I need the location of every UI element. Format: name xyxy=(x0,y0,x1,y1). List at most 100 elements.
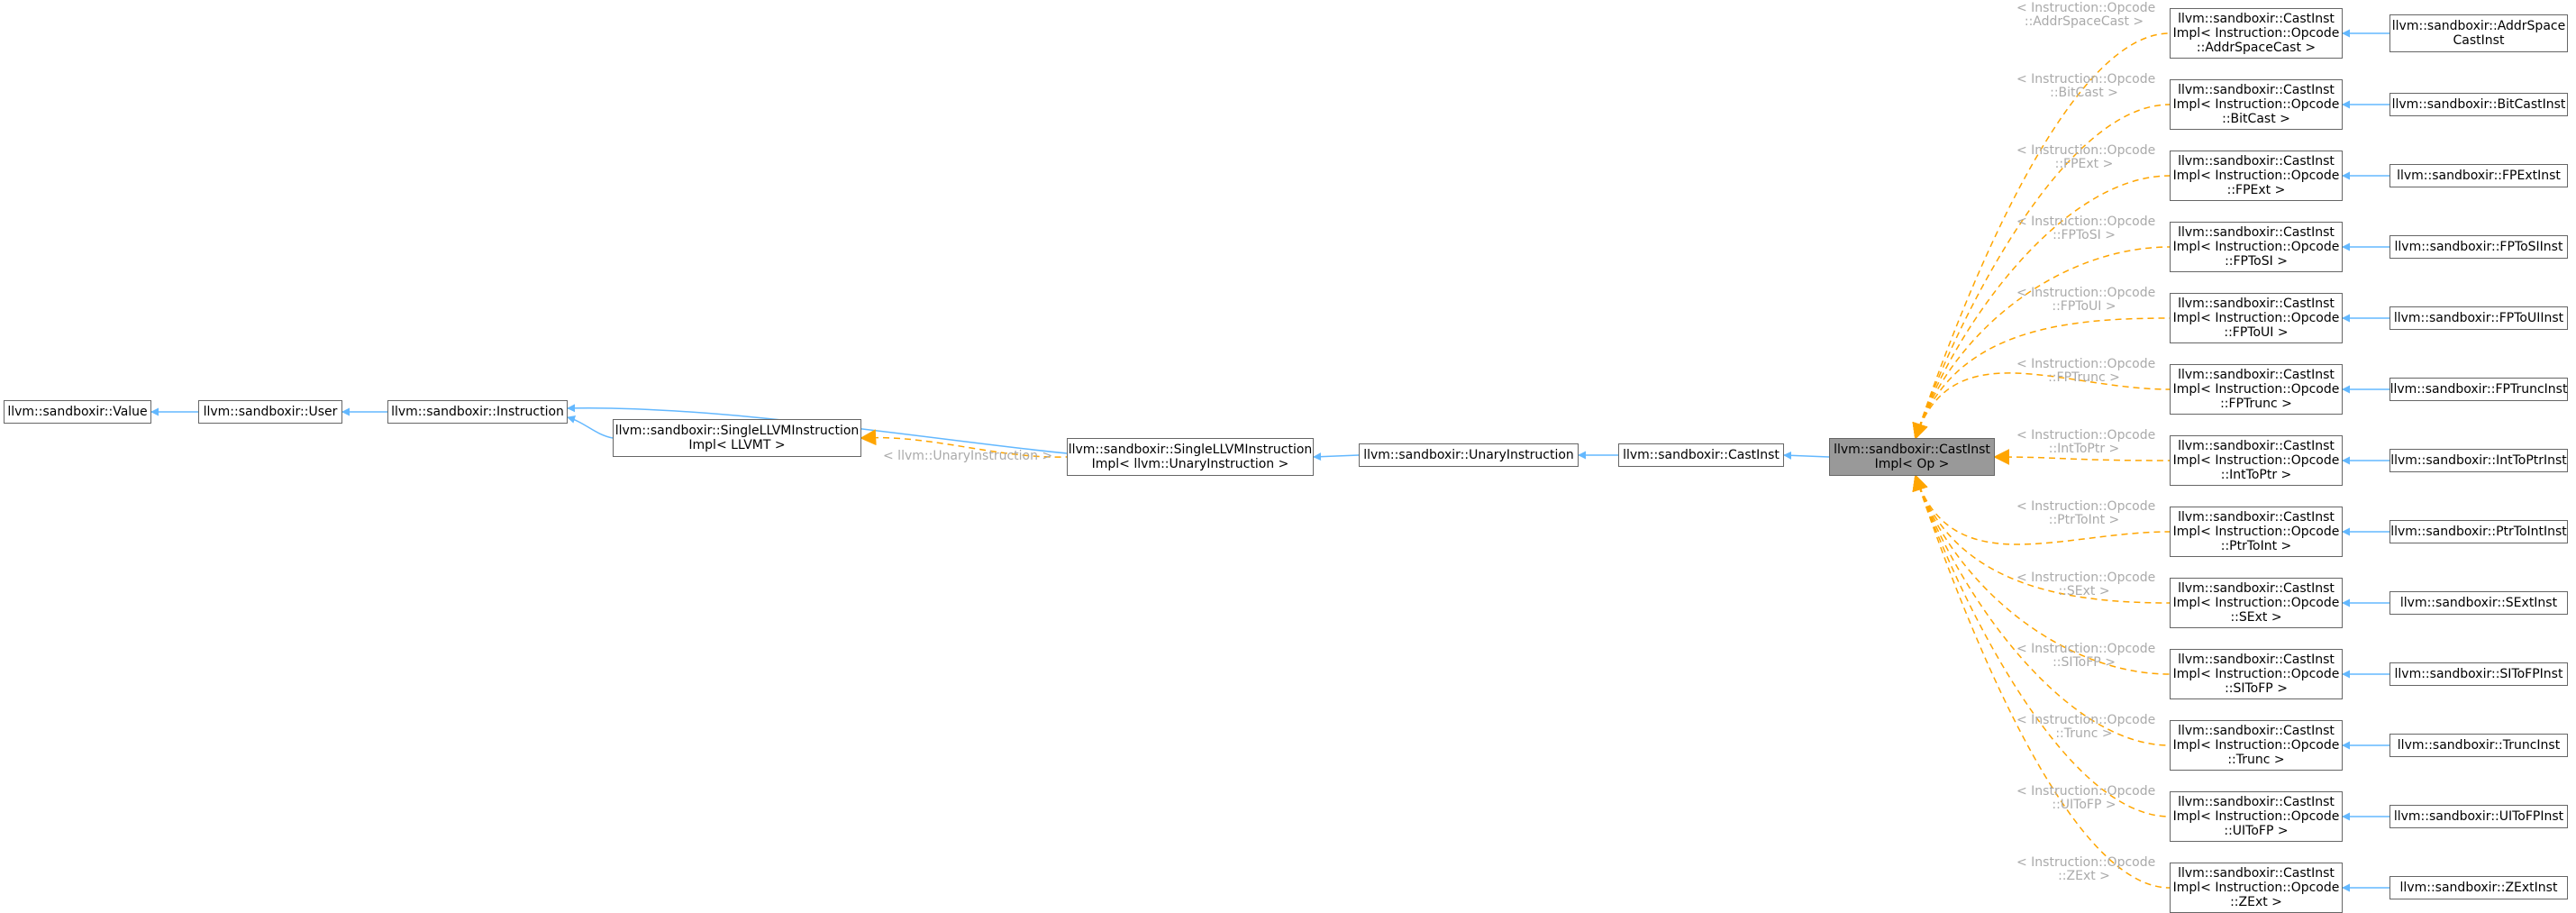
class-node-line-1: llvm::sandboxir::SIToFPInst xyxy=(2394,667,2563,681)
class-node-line-1: llvm::sandboxir::FPTruncInst xyxy=(2389,382,2568,397)
class-node-derived-cast-inst[interactable]: llvm::sandboxir::UIToFPInst xyxy=(2389,805,2568,828)
class-node-line-1: llvm::sandboxir::FPExtInst xyxy=(2397,169,2561,183)
class-node-single-llvm-instruction-impl[interactable]: llvm::sandboxir::SingleLLVMInstruction I… xyxy=(613,419,861,457)
template-argument-label: < Instruction::Opcode::PtrToInt > xyxy=(2016,500,2155,527)
class-node-user[interactable]: llvm::sandboxir::User xyxy=(198,400,342,424)
class-node-line-1: llvm::sandboxir::CastInst xyxy=(2178,724,2335,738)
template-argument-label-line: ::UIToFP > xyxy=(2052,798,2116,812)
class-node-unary-instruction-line: llvm::sandboxir::UnaryInstruction xyxy=(1363,448,1574,462)
class-node-value[interactable]: llvm::sandboxir::Value xyxy=(4,400,151,424)
template-argument-label-line: < Instruction::Opcode xyxy=(2016,357,2156,371)
template-argument-label: < Instruction::Opcode::BitCast > xyxy=(2016,72,2156,100)
class-node-cast-inst[interactable]: llvm::sandboxir::CastInst xyxy=(1618,443,1784,467)
class-node-line-1: llvm::sandboxir::SExtInst xyxy=(2399,596,2558,610)
class-node-line-1: llvm::sandboxir::CastInst xyxy=(2178,866,2335,881)
class-node-line-3: ::PtrToInt > xyxy=(2220,539,2292,553)
class-node-line-3: ::BitCast > xyxy=(2222,112,2290,126)
template-argument-label: < Instruction::Opcode::FPToUI > xyxy=(2016,287,2155,314)
template-argument-label-line: ::FPTrunc > xyxy=(2048,370,2120,385)
template-argument-label-line: ::FPToUI > xyxy=(2052,299,2116,314)
class-node-line-2: Impl< LLVMT > xyxy=(688,438,786,452)
class-node-line-2: Impl< Instruction::Opcode xyxy=(2172,26,2340,41)
class-node-derived-cast-inst[interactable]: llvm::sandboxir::FPToSIInst xyxy=(2389,235,2568,259)
class-node-derived-cast-inst[interactable]: llvm::sandboxir::PtrToIntInst xyxy=(2389,520,2568,543)
template-instantiation-edge xyxy=(1912,474,2171,604)
class-node-derived-cast-inst[interactable]: llvm::sandboxir::FPToUIInst xyxy=(2389,306,2568,330)
class-node-line-2: Impl< llvm::UnaryInstruction > xyxy=(1091,457,1289,471)
template-argument-label: < Instruction::Opcode::SIToFP > xyxy=(2016,643,2155,670)
class-node-derived-cast-inst[interactable]: llvm::sandboxir::ZExtInst xyxy=(2389,876,2568,899)
template-argument-label-line: < Instruction::Opcode xyxy=(2016,72,2156,87)
template-argument-label-line: ::FPExt > xyxy=(2054,157,2114,171)
class-node-unary-instruction[interactable]: llvm::sandboxir::UnaryInstruction xyxy=(1359,443,1579,467)
class-node-user-line: llvm::sandboxir::User xyxy=(203,405,338,419)
class-node-line-1: llvm::sandboxir::AddrSpace xyxy=(2391,19,2566,33)
template-argument-label-line: ::Trunc > xyxy=(2055,726,2113,741)
template-argument-label-line: ::IntToPtr > xyxy=(2048,442,2120,456)
class-node-line-2: Impl< Op > xyxy=(1874,457,1950,471)
template-instantiation-edge xyxy=(1912,474,2171,675)
class-node-derived-cast-inst[interactable]: llvm::sandboxir::IntToPtrInst xyxy=(2389,449,2568,472)
class-node-line-2: Impl< Instruction::Opcode xyxy=(2172,809,2340,824)
template-argument-label: < Instruction::Opcode::IntToPtr > xyxy=(2016,429,2155,456)
template-instantiation-edge xyxy=(1912,317,2171,440)
template-argument-label-line: < Instruction::Opcode xyxy=(2016,784,2156,799)
class-node-derived-cast-inst[interactable]: llvm::sandboxir::BitCastInst xyxy=(2389,93,2568,116)
class-node-line-1: llvm::sandboxir::CastInst xyxy=(2178,510,2335,525)
template-argument-label-line: < Instruction::Opcode xyxy=(2016,855,2156,870)
template-argument-label: < Instruction::Opcode::Trunc > xyxy=(2016,714,2155,741)
class-node-derived-cast-inst[interactable]: llvm::sandboxir::SExtInst xyxy=(2389,591,2568,615)
class-node-line-2: Impl< Instruction::Opcode xyxy=(2172,453,2340,468)
class-node-line-3: ::FPToUI > xyxy=(2224,325,2289,340)
class-node-line-2: Impl< Instruction::Opcode xyxy=(2172,667,2340,681)
class-node-line-1: llvm::sandboxir::PtrToIntInst xyxy=(2390,525,2567,539)
class-node-line-3: ::FPTrunc > xyxy=(2220,397,2292,411)
class-node-line-1: llvm::sandboxir::TruncInst xyxy=(2397,738,2561,753)
template-argument-label: < Instruction::Opcode::FPToSI > xyxy=(2016,215,2156,242)
class-node-line-1: llvm::sandboxir::CastInst xyxy=(2178,154,2335,169)
class-node-value-line: llvm::sandboxir::Value xyxy=(7,405,148,419)
class-node-derived-cast-inst[interactable]: llvm::sandboxir::FPTruncInst xyxy=(2389,378,2568,401)
class-node-derived-cast-inst[interactable]: llvm::sandboxir::TruncInst xyxy=(2389,734,2568,757)
template-argument-label-line: < Instruction::Opcode xyxy=(2016,215,2156,229)
class-node-instruction-line: llvm::sandboxir::Instruction xyxy=(391,405,564,419)
class-node-line-2: Impl< Instruction::Opcode xyxy=(2172,169,2340,183)
class-node-line-1: llvm::sandboxir::SingleLLVMInstruction xyxy=(1068,443,1313,457)
class-node-instruction[interactable]: llvm::sandboxir::Instruction xyxy=(387,400,568,424)
class-node-derived-cast-inst[interactable]: llvm::sandboxir::FPExtInst xyxy=(2389,164,2568,187)
class-node-line-1: llvm::sandboxir::FPToUIInst xyxy=(2393,311,2564,325)
template-argument-label-line: ::ZExt > xyxy=(2058,869,2110,883)
class-node-line-1: llvm::sandboxir::CastInst xyxy=(2178,653,2335,667)
class-node-line-3: ::SIToFP > xyxy=(2225,681,2288,696)
inheritance-edge xyxy=(1783,451,1830,460)
template-argument-label-line: ::BitCast > xyxy=(2050,86,2118,100)
class-node-line-1: llvm::sandboxir::FPToSIInst xyxy=(2394,240,2563,254)
inheritance-edge xyxy=(1313,452,1360,461)
template-argument-label-line: < Instruction::Opcode xyxy=(2016,571,2156,585)
class-node-line-1: llvm::sandboxir::BitCastInst xyxy=(2391,97,2566,112)
class-node-line-1: llvm::sandboxir::CastInst xyxy=(2178,368,2335,382)
class-node-line-3: ::AddrSpaceCast > xyxy=(2196,41,2317,55)
class-node-line-1: llvm::sandboxir::ZExtInst xyxy=(2399,881,2558,895)
class-node-line-1: llvm::sandboxir::CastInst xyxy=(2178,581,2335,596)
template-instantiation-edge xyxy=(1912,246,2171,440)
class-node-line-1: llvm::sandboxir::IntToPtrInst xyxy=(2390,453,2567,468)
class-node-derived-cast-inst[interactable]: llvm::sandboxir::SIToFPInst xyxy=(2389,662,2568,686)
class-node-single-llvm-instruction-unary[interactable]: llvm::sandboxir::SingleLLVMInstruction I… xyxy=(1067,438,1314,476)
class-node-line-1: llvm::sandboxir::UIToFPInst xyxy=(2393,809,2564,824)
class-node-line-1: llvm::sandboxir::CastInst xyxy=(2178,795,2335,809)
